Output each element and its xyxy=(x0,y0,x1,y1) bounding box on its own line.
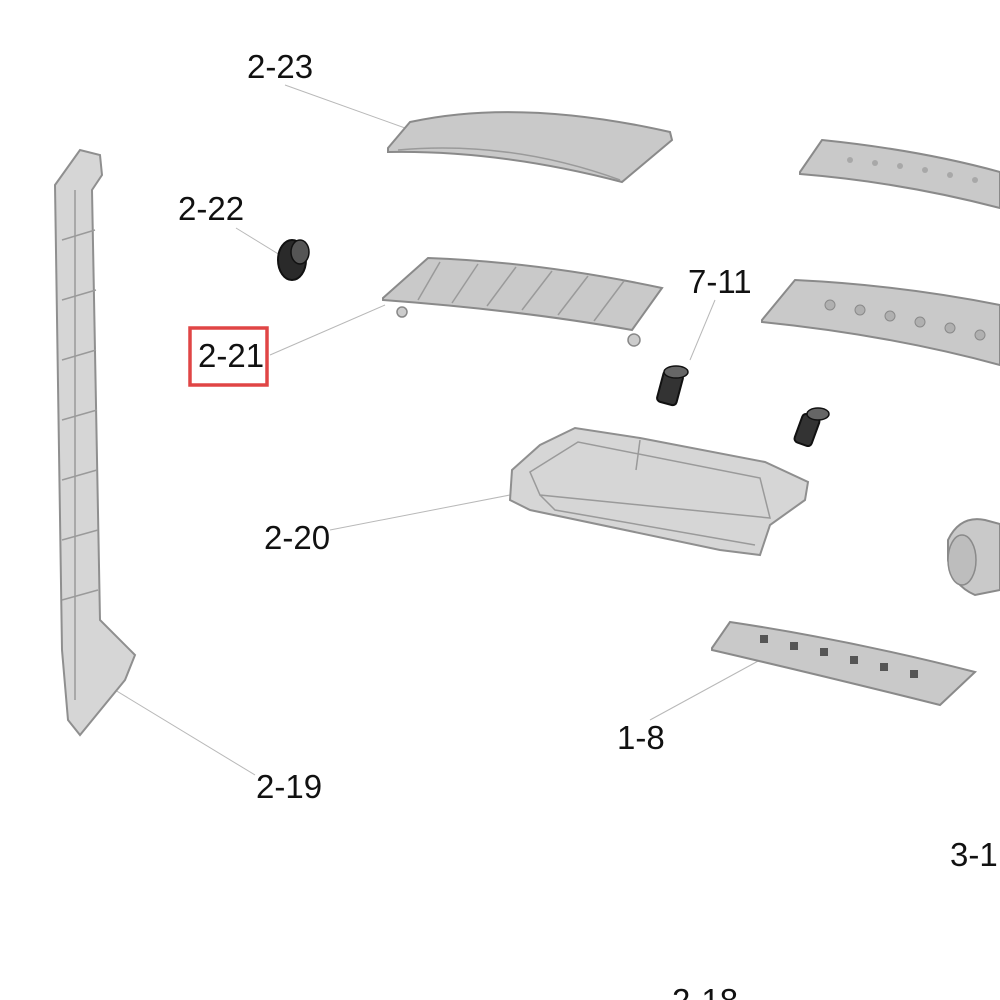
part-2-20-frame xyxy=(508,426,810,557)
leader-1-8 xyxy=(649,659,761,721)
leader-2-23 xyxy=(284,84,406,129)
leader-7-11 xyxy=(689,299,716,361)
label-3-1: 3-1 xyxy=(950,836,998,873)
part-7-11-screws xyxy=(656,365,830,448)
part-labels: 2-23 2-22 2-21 7-11 2-20 1-8 2-19 3-1 2-… xyxy=(178,48,998,1000)
leader-lines xyxy=(114,84,761,776)
leader-2-21 xyxy=(269,304,386,356)
label-1-8: 1-8 xyxy=(617,719,665,756)
leader-2-22 xyxy=(235,227,281,256)
label-2-20: 2-20 xyxy=(264,519,330,556)
part-motor xyxy=(947,518,1000,597)
label-2-19: 2-19 xyxy=(256,768,322,805)
label-2-18: 2-18 xyxy=(672,982,738,1000)
part-2-22-knob xyxy=(277,239,310,281)
highlight-box-2-21 xyxy=(188,326,269,387)
leader-2-19 xyxy=(114,689,256,776)
part-perforated-panel-upper xyxy=(799,138,1000,210)
label-2-23: 2-23 xyxy=(247,48,313,85)
screw-1 xyxy=(656,365,689,407)
part-2-23-top-cover xyxy=(387,111,674,184)
label-2-22: 2-22 xyxy=(178,190,244,227)
part-1-8-circuit-board xyxy=(711,620,978,707)
screw-2 xyxy=(793,407,830,448)
label-7-11: 7-11 xyxy=(688,263,752,300)
part-2-19-side-panel xyxy=(53,148,137,737)
part-perforated-panel-lower xyxy=(761,278,1000,367)
leader-2-20 xyxy=(329,494,511,531)
label-2-21: 2-21 xyxy=(198,337,264,374)
part-2-21-louvre-grille xyxy=(382,256,664,347)
